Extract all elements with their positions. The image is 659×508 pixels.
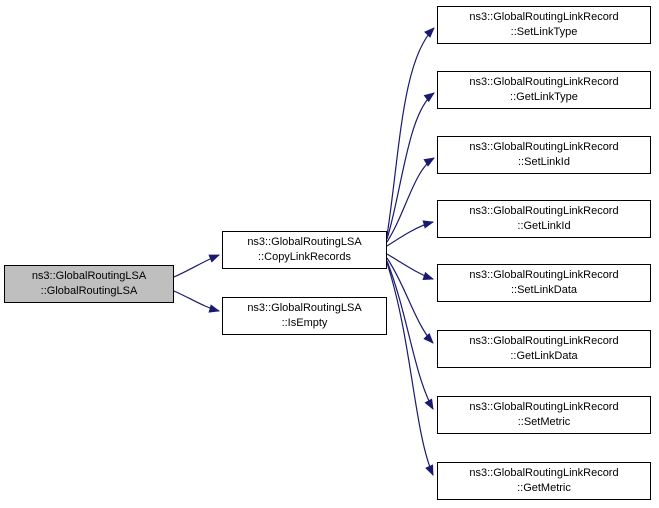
edge-lsa-to-isempty (173, 290, 221, 313)
node-label: ns3::GlobalRoutingLinkRecord ::SetLinkId (469, 141, 619, 168)
node-label: ns3::GlobalRoutingLinkRecord ::GetLinkDa… (469, 335, 619, 362)
edge-copy-to-setlinkdata (386, 253, 435, 281)
node-setlinktype[interactable]: ns3::GlobalRoutingLinkRecord ::SetLinkTy… (437, 6, 651, 44)
edge-lsa-to-copylinkrecords (173, 254, 221, 278)
node-getlinkid[interactable]: ns3::GlobalRoutingLinkRecord ::GetLinkId (437, 200, 651, 238)
node-label: ns3::GlobalRoutingLinkRecord ::SetLinkDa… (469, 269, 619, 296)
node-isempty[interactable]: ns3::GlobalRoutingLSA ::IsEmpty (222, 297, 387, 335)
edge-copy-to-setlinktype (386, 27, 435, 237)
node-label: ns3::GlobalRoutingLinkRecord ::SetMetric (469, 401, 619, 428)
node-setmetric[interactable]: ns3::GlobalRoutingLinkRecord ::SetMetric (437, 396, 651, 434)
edge-copy-to-setlinkid (386, 157, 435, 243)
node-label: ns3::GlobalRoutingLinkRecord ::GetLinkTy… (469, 76, 619, 103)
edge-copy-to-getmetric (386, 262, 434, 476)
edge-copy-to-getlinkid (386, 220, 435, 247)
node-setlinkdata[interactable]: ns3::GlobalRoutingLinkRecord ::SetLinkDa… (437, 264, 651, 302)
node-label: ns3::GlobalRoutingLSA ::GlobalRoutingLSA (31, 270, 147, 297)
edge-copy-to-setmetric (386, 260, 434, 410)
node-copylinkrecords[interactable]: ns3::GlobalRoutingLSA ::CopyLinkRecords (222, 231, 387, 269)
node-label: ns3::GlobalRoutingLinkRecord ::GetMetric (469, 467, 619, 494)
node-setlinkid[interactable]: ns3::GlobalRoutingLinkRecord ::SetLinkId (437, 136, 651, 174)
node-label: ns3::GlobalRoutingLSA ::CopyLinkRecords (247, 236, 362, 263)
node-label: ns3::GlobalRoutingLinkRecord ::SetLinkTy… (469, 11, 619, 38)
node-globalroutinglsa-constructor: ns3::GlobalRoutingLSA ::GlobalRoutingLSA (4, 265, 174, 303)
node-label: ns3::GlobalRoutingLSA ::IsEmpty (247, 302, 362, 329)
node-label: ns3::GlobalRoutingLinkRecord ::GetLinkId (469, 205, 619, 232)
edge-copy-to-getlinkdata (386, 257, 434, 344)
node-getlinktype[interactable]: ns3::GlobalRoutingLinkRecord ::GetLinkTy… (437, 71, 651, 109)
node-getmetric[interactable]: ns3::GlobalRoutingLinkRecord ::GetMetric (437, 462, 651, 500)
edge-copy-to-getlinktype (386, 92, 435, 240)
node-getlinkdata[interactable]: ns3::GlobalRoutingLinkRecord ::GetLinkDa… (437, 330, 651, 368)
